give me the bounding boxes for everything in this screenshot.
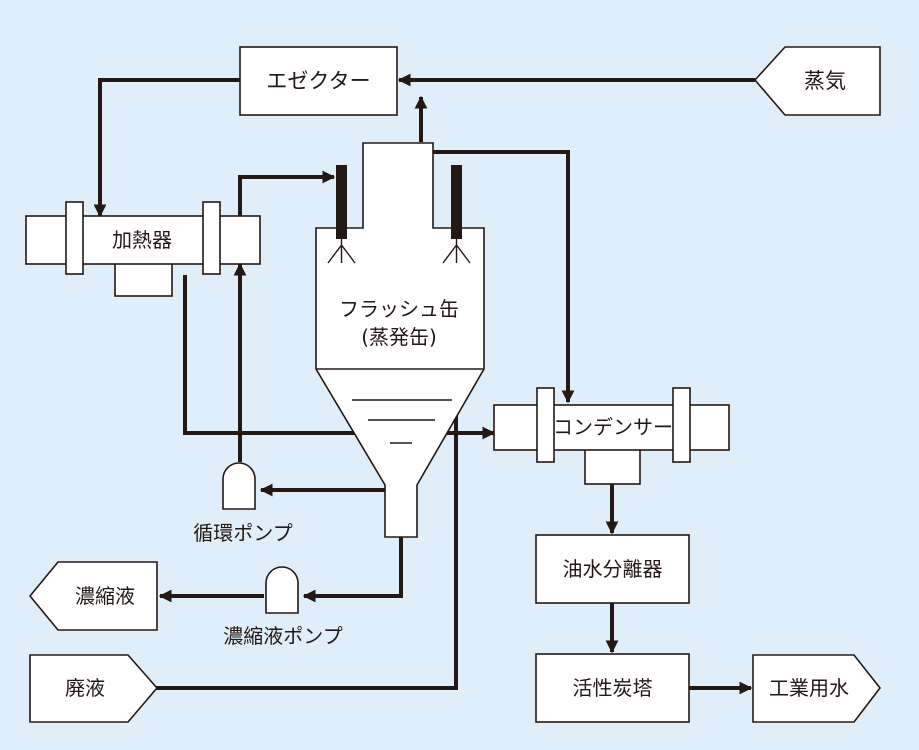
spray-pipe-right — [451, 165, 462, 239]
flow-lines — [93, 73, 755, 695]
waste-liquid-label: 廃液 — [65, 676, 105, 700]
pump-icon — [222, 462, 256, 510]
concentrate-pump-label: 濃縮液ポンプ — [223, 624, 342, 648]
waste-to-flash-line — [155, 378, 463, 690]
bottom-to-conc-pump-line — [302, 537, 403, 603]
flash-to-condenser-line — [433, 150, 575, 404]
concentrate-label: 濃縮液 — [75, 584, 135, 608]
concentrate-output: 濃縮液 — [28, 561, 158, 631]
pump-icon — [265, 566, 299, 614]
waste-liquid-input: 廃液 — [29, 654, 159, 723]
industrial-water-label: 工業用水 — [769, 676, 849, 700]
flash-tank-sublabel: (蒸発缶) — [361, 325, 437, 349]
concentrate-pump: 濃縮液ポンプ — [223, 566, 343, 648]
heater-unit: 加熱器 — [25, 201, 261, 297]
oil-water-separator: 油水分離器 — [535, 534, 690, 604]
activated-carbon-tower: 活性炭塔 — [535, 653, 690, 723]
flash-tank: フラッシュ缶 (蒸発缶) — [315, 142, 485, 538]
spray-nozzle-left-icon — [327, 239, 356, 264]
ejector-unit: エゼクター — [239, 46, 398, 116]
flash-tank-label: フラッシュ缶 — [339, 297, 459, 321]
spray-pipe-left — [336, 165, 347, 239]
circulation-pump: 循環ポンプ — [193, 462, 293, 545]
spray-nozzle-right-icon — [442, 239, 471, 264]
ejector-label: エゼクター — [266, 69, 370, 93]
steam-label: 蒸気 — [804, 69, 846, 93]
condenser-unit: コンデンサー — [493, 387, 730, 485]
industrial-water-output: 工業用水 — [752, 654, 882, 723]
activated-carbon-tower-label: 活性炭塔 — [573, 676, 653, 700]
oil-water-separator-label: 油水分離器 — [563, 557, 663, 581]
heater-label: 加熱器 — [112, 228, 172, 252]
condenser-label: コンデンサー — [553, 415, 673, 439]
steam-input: 蒸気 — [753, 46, 881, 116]
ejector-to-heater-line — [93, 78, 240, 218]
heater-to-spray-line — [238, 170, 336, 216]
circulation-pump-label: 循環ポンプ — [193, 521, 292, 545]
